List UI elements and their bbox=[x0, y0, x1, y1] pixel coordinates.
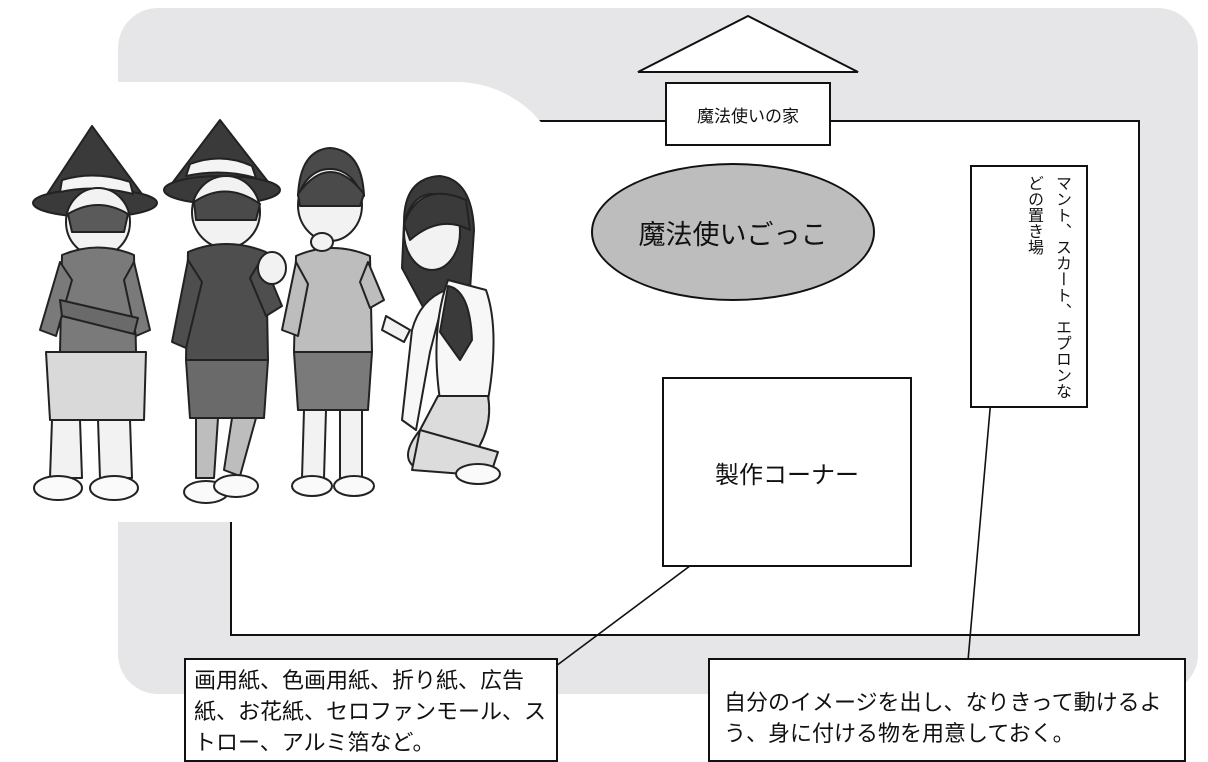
child-2-figure bbox=[163, 119, 287, 504]
play-area-oval: 魔法使いごっこ bbox=[591, 163, 875, 301]
teacher-figure bbox=[381, 175, 501, 485]
child-3-figure bbox=[281, 147, 385, 497]
costumes-note-text: 自分のイメージを出し、なりきって動けるよう、身に付ける物を用意しておく。 bbox=[724, 691, 1162, 747]
costume-storage-box: マント、スカート、エプロンなどの置き場 bbox=[970, 165, 1088, 408]
materials-note-text: 画用紙、色画用紙、折り紙、広告紙、お花紙、セロファンモール、ストロー、アルミ箔な… bbox=[194, 669, 547, 756]
costume-storage-label: マント、スカート、エプロンなどの置き場 bbox=[1025, 175, 1072, 399]
child-1-figure bbox=[32, 125, 158, 501]
craft-corner-box: 製作コーナー bbox=[662, 377, 912, 567]
house-label-box: 魔法使いの家 bbox=[665, 82, 831, 146]
house-label: 魔法使いの家 bbox=[697, 106, 799, 127]
costumes-note: 自分のイメージを出し、なりきって動けるよう、身に付ける物を用意しておく。 bbox=[708, 658, 1186, 762]
leader-line-costumes bbox=[966, 386, 993, 673]
craft-corner-label: 製作コーナー bbox=[715, 460, 859, 489]
materials-note: 画用紙、色画用紙、折り紙、広告紙、お花紙、セロファンモール、ストロー、アルミ箔な… bbox=[184, 658, 558, 762]
play-area-label: 魔法使いごっこ bbox=[638, 219, 828, 251]
house-roof bbox=[637, 14, 859, 73]
